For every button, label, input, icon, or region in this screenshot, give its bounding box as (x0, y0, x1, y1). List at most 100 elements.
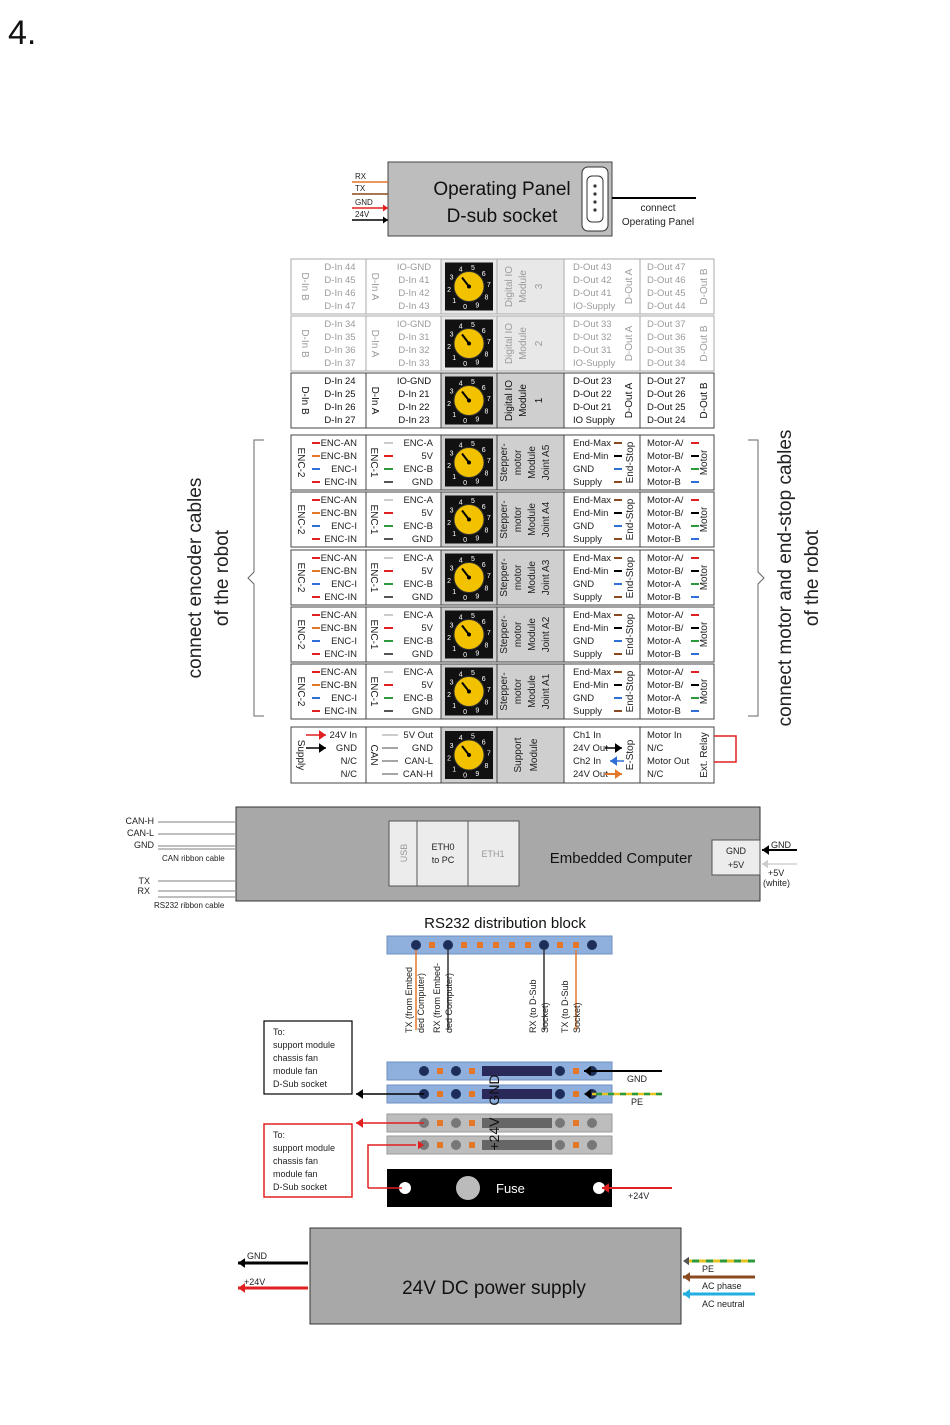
enc2-pin: ENC-BN (321, 566, 358, 577)
eth1-label: ETH1 (481, 849, 504, 859)
enc2-pin: ENC-BN (321, 508, 358, 519)
estop-pin: Ch2 In (573, 756, 601, 767)
operating-panel-title: Operating Panel (433, 179, 570, 200)
dial-number: 7 (487, 458, 491, 465)
terminal-screw (587, 1118, 597, 1128)
motor-pin: Motor-B (647, 706, 681, 717)
enc1-pin: ENC-A (403, 438, 433, 449)
relay-pin: Motor Out (647, 756, 690, 767)
ps-phase-in-head (683, 1272, 690, 1282)
step-number: 4. (8, 14, 37, 52)
panel-pin-label: TX (355, 184, 366, 193)
estop-arrow-head (615, 743, 622, 753)
stepper-module-col6 (639, 434, 715, 491)
terminal-slot (573, 942, 579, 948)
dial-number: 7 (487, 630, 491, 637)
digital-module-col5 (563, 258, 641, 315)
eth1-port (467, 820, 520, 887)
enc1-pin: ENC-A (403, 610, 433, 621)
terminal-slot (437, 1091, 443, 1097)
dial-number: 7 (487, 282, 491, 289)
supply-24v-arrow-head (319, 730, 326, 740)
dial-number: 2 (447, 463, 451, 470)
operating-panel-subtitle: D-sub socket (447, 206, 559, 227)
dial-number: 9 (475, 536, 479, 543)
dial-number: 3 (450, 680, 454, 687)
endstop-label: End-Stop (625, 670, 636, 712)
din-b-pin: D-In 45 (324, 275, 355, 286)
rs232-wire-label: TX (from Embed (404, 967, 414, 1033)
endstop-pin: GND (573, 464, 594, 475)
dial-number: 8 (484, 527, 488, 534)
dial-number: 4 (459, 266, 463, 273)
enc1-pin: ENC-A (403, 667, 433, 678)
stepper-module-col1 (290, 606, 367, 663)
motor-pin: Motor-B (647, 477, 681, 488)
supply-pin: N/C (341, 756, 358, 767)
enc2-label: ENC-2 (295, 504, 306, 534)
enc1-pin: GND (412, 477, 433, 488)
note-red-line: chassis fan (273, 1156, 318, 1166)
right-gnd-label: GND (771, 840, 792, 850)
stepper-module-name: Joint A5 (541, 444, 552, 480)
din-a-pin: D-In 23 (398, 415, 429, 426)
dsub-pin (593, 200, 597, 204)
motor-pin: Motor-A (647, 579, 681, 590)
terminal-slot (469, 1068, 475, 1074)
din-b-label: D-In B (299, 329, 310, 358)
stepper-module-name: Module (527, 446, 538, 479)
din-b-pin: D-In 24 (324, 376, 355, 387)
support-module-name-col (496, 726, 565, 784)
stepper-module-name: Module (527, 561, 538, 594)
ps-pe-label: PE (702, 1264, 714, 1274)
motor-pin: Motor-A (647, 636, 681, 647)
stepper-module-col1 (290, 663, 367, 720)
din-b-pin: D-In 25 (324, 389, 355, 400)
endstop-pin: Supply (573, 534, 602, 545)
din-a-pin: D-In 32 (398, 345, 429, 356)
enc2-pin: ENC-IN (324, 592, 357, 603)
fuse-cap (456, 1176, 480, 1200)
dial-number: 6 (482, 385, 486, 392)
embedded-computer-title: Embedded Computer (550, 850, 693, 867)
terminal-screw (539, 940, 549, 950)
dout-a-pin: D-Out 43 (573, 262, 612, 273)
can-wire-label: GND (134, 840, 155, 850)
ps-24v-out-head (238, 1283, 245, 1293)
digital-module-col6 (639, 372, 715, 429)
terminal-slot (493, 942, 499, 948)
terminal-slot (461, 942, 467, 948)
endstop-pin: End-Min (573, 508, 608, 519)
dial-number: 4 (459, 735, 463, 742)
rs232-wire-label: TX (138, 876, 150, 886)
endstop-pin: Supply (573, 706, 602, 717)
rs232-wire-label: Socket) (540, 1002, 550, 1033)
endstop-pin: GND (573, 579, 594, 590)
enc1-pin: 5V (421, 451, 433, 462)
enc1-pin: ENC-B (403, 464, 433, 475)
relay-loop-wire (714, 735, 737, 763)
digital-module-col5 (563, 315, 641, 372)
enc2-pin: ENC-BN (321, 680, 358, 691)
dial-number: 5 (471, 441, 475, 448)
fuse-terminal (399, 1182, 411, 1194)
dial-number: 4 (459, 323, 463, 330)
note-red-line: To: (273, 1130, 285, 1140)
dial-number: 3 (450, 623, 454, 630)
endstop-pin: GND (573, 693, 594, 704)
panel-24v-arrow (383, 216, 388, 224)
rs232-title: RS232 distribution block (424, 915, 586, 932)
ps-neutral-label: AC neutral (702, 1299, 745, 1309)
stepper-module-name: motor (513, 621, 524, 647)
dial-number: 0 (463, 480, 467, 487)
endstop-pin: End-Max (573, 495, 611, 506)
rotary-center (467, 517, 471, 522)
digital-module-col1 (290, 372, 367, 429)
digital-module-col6 (639, 315, 715, 372)
stepper-module-name: Stepper- (499, 615, 510, 653)
